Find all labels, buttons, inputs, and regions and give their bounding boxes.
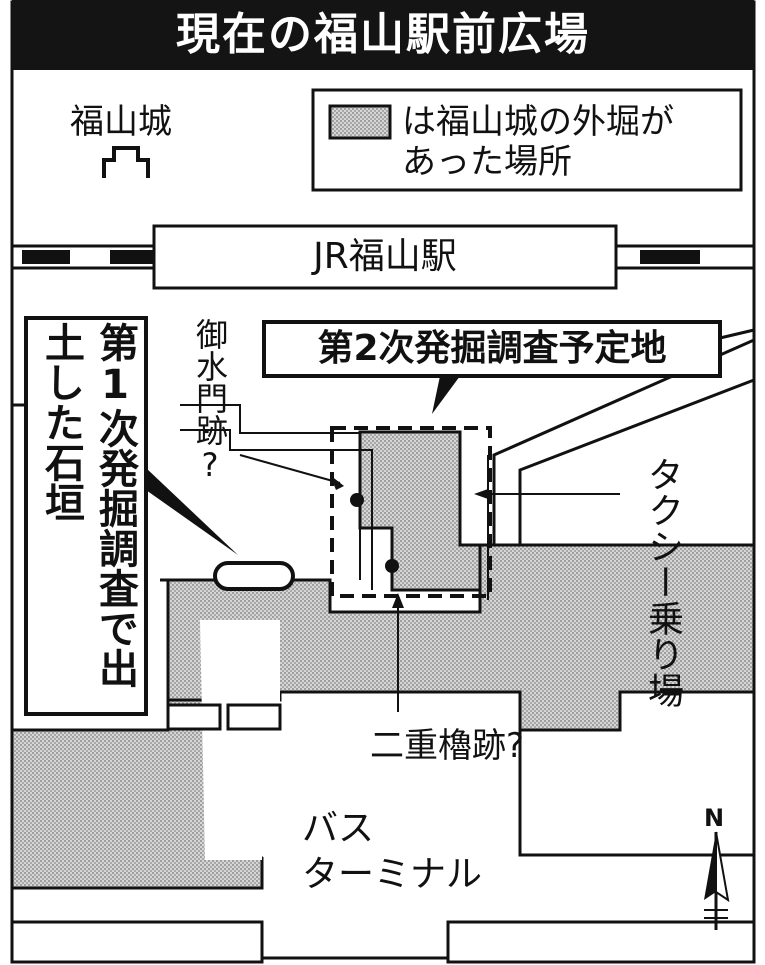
legend-line-2: あった場所 [402,142,572,182]
arrow-head [330,475,344,490]
title-band [12,0,754,70]
road-edge [492,338,755,545]
bus-line-2: ターミナル [302,854,483,895]
legend-swatch [328,104,392,140]
bus-line-1: バス [302,808,375,849]
arrow-head [392,593,404,608]
leader-lines [180,404,620,712]
castle-icon [102,146,150,178]
tower-site-dot [385,559,399,573]
gate-site-dot [350,493,364,507]
castle-label: 福山城 [70,102,172,142]
legend-text: は福山城の外堀が あった場所 [402,102,674,182]
road-edge [518,378,755,545]
dig2-callout-pointer [432,376,460,414]
moat-area [10,430,756,890]
map-title: 現在の福山駅前広場 [176,9,590,60]
north-arrow [704,831,730,930]
arrow-head [474,489,488,499]
station-label: JR福山駅 [313,236,457,277]
gate-label: 御水門跡? [191,318,229,484]
road-edge [518,730,754,857]
dig1-label: 第1次発掘調査で出土した石垣 [38,322,138,688]
tower-label: 二重櫓跡? [370,726,525,766]
bottom-building [10,920,264,964]
road-gap [166,703,222,731]
dig2-label: 第2次発掘調査予定地 [317,328,667,369]
north-label: N [704,804,725,832]
dig1-callout-pointer [146,468,238,555]
bus-terminal-label: バス ターミナル [302,806,482,898]
dig2-callout-box [262,320,722,378]
bottom-building [446,920,756,964]
legend-line-1: は福山城の外堀が [402,102,674,142]
dig2-area [330,426,492,598]
stone-wall-marker [213,561,295,591]
dig1-callout-box [24,316,148,716]
taxi-label: タクシー乗り場 [642,456,683,708]
road-gap [226,703,282,731]
station-building [152,224,618,290]
